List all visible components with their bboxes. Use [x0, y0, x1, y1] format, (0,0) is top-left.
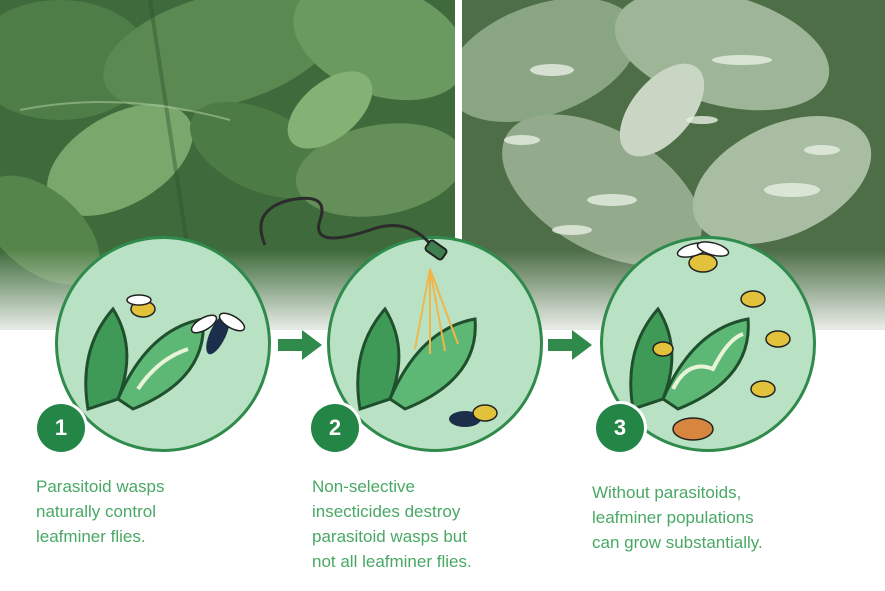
arrow-right-icon	[278, 330, 322, 360]
caption-line: Parasitoid wasps	[36, 474, 165, 499]
step-2-badge: 2	[311, 404, 359, 452]
caption-line: naturally control	[36, 499, 165, 524]
caption-line: parasitoid wasps but	[312, 524, 472, 549]
step-3-badge: 3	[596, 404, 644, 452]
step-number: 1	[55, 415, 67, 441]
step-number: 3	[614, 415, 626, 441]
step-1-badge: 1	[37, 404, 85, 452]
caption-line: Non-selective	[312, 474, 472, 499]
step-number: 2	[329, 415, 341, 441]
leafminer-fly-icon	[668, 235, 738, 285]
dead-insects	[449, 405, 497, 427]
spray-nozzle-icon	[250, 180, 460, 290]
caption-line: can grow substantially.	[592, 530, 763, 555]
leafminer-fly-icon	[127, 295, 155, 317]
step-1-illustration	[55, 236, 271, 452]
caption-line: leafminer flies.	[36, 524, 165, 549]
step-3-caption: Without parasitoids, leafminer populatio…	[592, 480, 763, 555]
caption-line: not all leafminer flies.	[312, 549, 472, 574]
step-1-caption: Parasitoid wasps naturally control leafm…	[36, 474, 165, 549]
step-2-caption: Non-selective insecticides destroy paras…	[312, 474, 472, 574]
arrow-right-icon	[548, 330, 592, 360]
caption-line: leafminer populations	[592, 505, 763, 530]
caption-line: insecticides destroy	[312, 499, 472, 524]
caption-line: Without parasitoids,	[592, 480, 763, 505]
